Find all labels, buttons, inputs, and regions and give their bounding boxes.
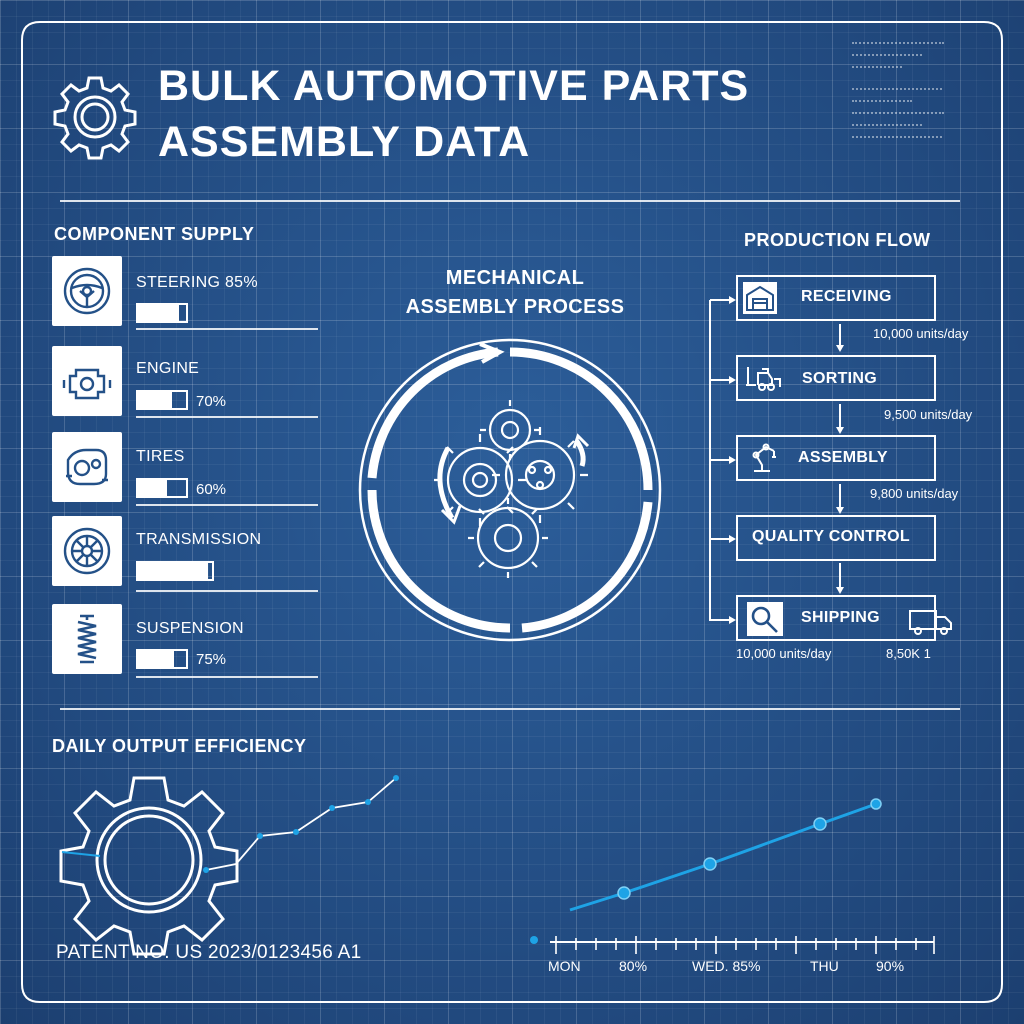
flow-step-sorting bbox=[736, 355, 936, 401]
steering-name: STEERING bbox=[136, 274, 221, 291]
wheel-icon bbox=[63, 527, 111, 575]
flow-step-quality-control bbox=[736, 515, 936, 561]
forklift-icon bbox=[746, 367, 781, 391]
axis-label-wed: WED. 85% bbox=[692, 958, 761, 974]
gear-icon bbox=[53, 76, 137, 160]
tires-percent: 60% bbox=[196, 481, 227, 498]
robot-arm-icon bbox=[752, 443, 776, 472]
shipping-label: SHIPPING bbox=[801, 609, 880, 626]
tires-divider bbox=[136, 504, 318, 506]
coil-spring-icon bbox=[77, 614, 97, 664]
engine-icon-tile bbox=[52, 346, 122, 416]
receiving-label: RECEIVING bbox=[801, 288, 892, 305]
receiving-rate: 10,000 units/day bbox=[873, 326, 969, 341]
spec-notes bbox=[852, 42, 962, 148]
flow-step-assembly bbox=[736, 435, 936, 481]
steering-icon-tile bbox=[52, 256, 122, 326]
sorting-rate: 9,500 units/day bbox=[884, 407, 973, 422]
suspension-label: SUSPENSION bbox=[136, 620, 244, 637]
tires-bar bbox=[136, 478, 188, 498]
steering-label: STEERING 85% bbox=[136, 274, 258, 292]
transmission-bar bbox=[136, 561, 214, 581]
magnifier-icon bbox=[747, 602, 783, 636]
gears-cycle-icon bbox=[358, 338, 662, 642]
page-title-line1: BULK AUTOMOTIVE PARTS bbox=[158, 62, 750, 110]
section-divider bbox=[60, 708, 960, 710]
axis-label-mon: MON bbox=[548, 958, 581, 974]
center-title: MECHANICAL ASSEMBLY PROCESS bbox=[380, 264, 650, 322]
large-gear-icon bbox=[59, 776, 239, 956]
transmission-label: TRANSMISSION bbox=[136, 531, 261, 549]
flow-connectors bbox=[709, 296, 844, 624]
engine-label: ENGINE bbox=[136, 360, 200, 377]
suspension-bar bbox=[136, 649, 188, 669]
tires-icon-tile bbox=[52, 432, 122, 502]
axis-label-80: 80% bbox=[619, 958, 648, 974]
patent-number: PATENT NO. US 2023/0123456 A1 bbox=[56, 942, 362, 963]
tires-label: TIRES bbox=[136, 448, 185, 465]
transmission-icon-tile bbox=[52, 516, 122, 586]
flow-step-receiving bbox=[736, 275, 936, 321]
sorting-label: SORTING bbox=[802, 370, 877, 387]
steering-bar bbox=[136, 303, 188, 323]
suspension-divider bbox=[136, 676, 318, 678]
page-title: BULK AUTOMOTIVE PARTS ASSEMBLY DATA bbox=[158, 58, 798, 170]
production-flow-title: PRODUCTION FLOW bbox=[744, 230, 931, 250]
daily-output-chart bbox=[59, 775, 935, 956]
center-title-line1: MECHANICAL bbox=[445, 267, 585, 289]
steering-divider bbox=[136, 328, 318, 330]
assembly-rate: 9,800 units/day bbox=[870, 486, 959, 501]
component-supply-title: COMPONENT SUPPLY bbox=[54, 224, 255, 244]
engine-percent: 70% bbox=[196, 393, 227, 410]
axis-label-thu: THU bbox=[810, 958, 839, 974]
engine-bar bbox=[136, 390, 188, 410]
assembly-label: ASSEMBLY bbox=[798, 449, 888, 466]
shipping-rate: 10,000 units/day bbox=[736, 646, 832, 661]
steering-percent: 85% bbox=[224, 274, 258, 291]
truck-icon bbox=[909, 610, 952, 635]
suspension-percent: 75% bbox=[196, 651, 227, 668]
shipping-note: 8,50K 1 bbox=[886, 646, 931, 661]
engine-block-icon bbox=[66, 448, 108, 486]
axis-label-90: 90% bbox=[876, 958, 905, 974]
warehouse-icon bbox=[743, 282, 777, 314]
engine-icon bbox=[62, 368, 112, 400]
center-title-line2: ASSEMBLY PROCESS bbox=[405, 296, 625, 318]
engine-divider bbox=[136, 416, 318, 418]
header-divider bbox=[60, 200, 960, 202]
transmission-divider bbox=[136, 590, 318, 592]
quality-control-label: QUALITY CONTROL bbox=[752, 528, 910, 545]
daily-output-title: DAILY OUTPUT EFFICIENCY bbox=[52, 736, 307, 756]
transmission-name: TRANSMISSION bbox=[136, 531, 262, 548]
page-title-line2: ASSEMBLY DATA bbox=[158, 118, 531, 166]
suspension-icon-tile bbox=[52, 604, 122, 674]
steering-wheel-icon bbox=[63, 267, 111, 315]
